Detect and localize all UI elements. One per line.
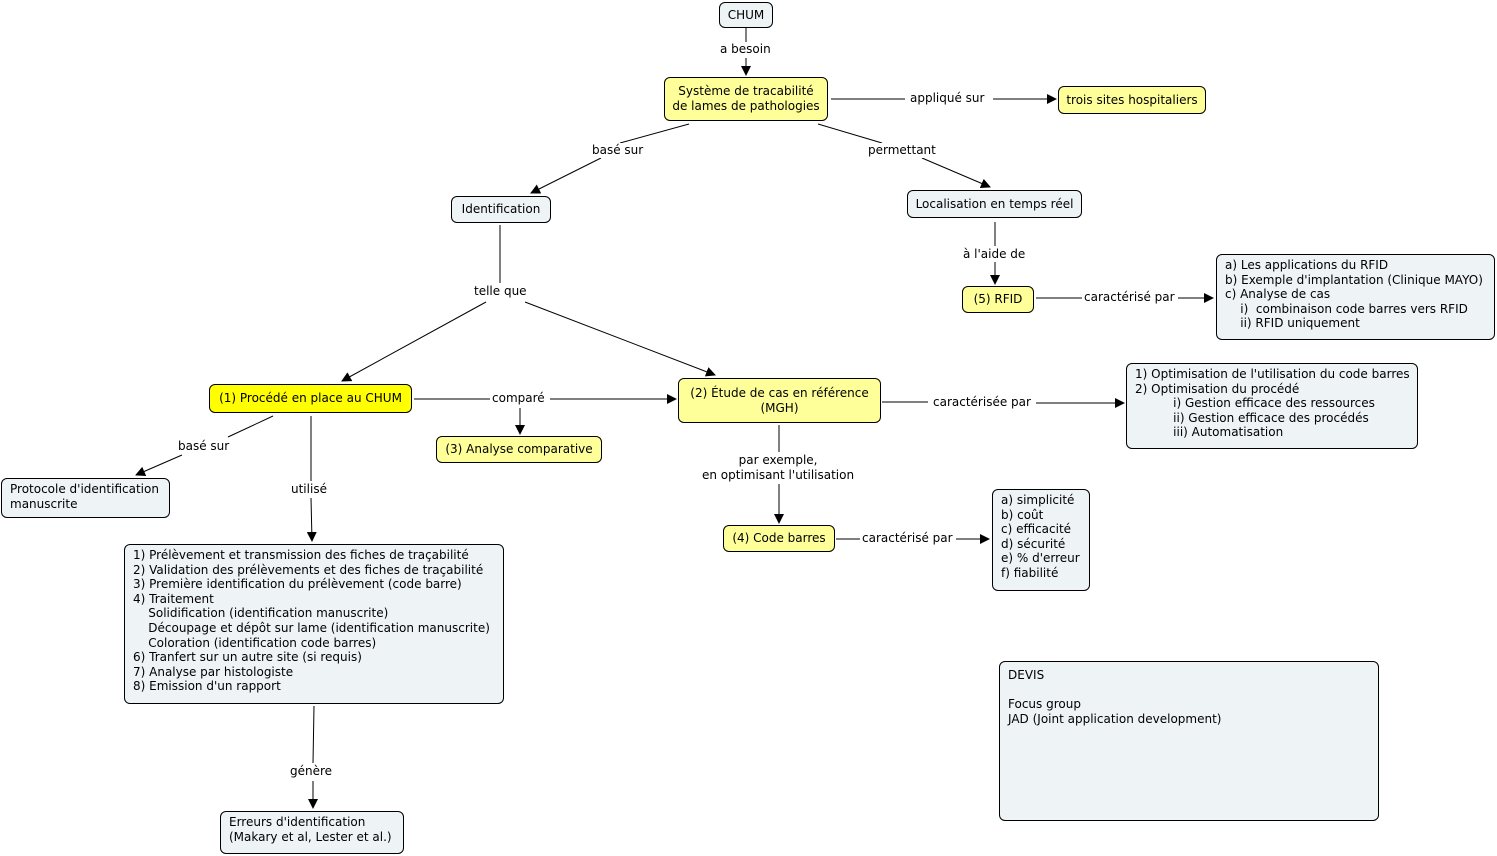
node-criteres[interactable]: a) simplicité b) coût c) efficacité d) s… (992, 489, 1090, 591)
label-utilise: utilisé (289, 482, 329, 497)
node-etapes[interactable]: 1) Prélèvement et transmission des fiche… (124, 544, 504, 704)
label-caracterise-par-code-barres: caractérisé par (860, 531, 955, 546)
label-genere: génère (288, 764, 335, 779)
node-procede-chum[interactable]: (1) Procédé en place au CHUM (209, 384, 412, 413)
link-systeme-label-base (619, 123, 690, 144)
node-trois-sites[interactable]: trois sites hospitaliers (1058, 86, 1206, 114)
label-par-exemple: par exemple, en optimisant l'utilisation (700, 453, 857, 483)
link-label-protocole (135, 454, 183, 476)
node-etude-cas[interactable]: (2) Étude de cas en référence (MGH) (678, 378, 881, 423)
label-permettant: permettant (866, 143, 938, 158)
label-compare: comparé (490, 391, 547, 406)
link-etapes-label (312, 705, 315, 764)
node-localisation[interactable]: Localisation en temps réel (907, 190, 1082, 218)
link-label-etude (524, 301, 716, 377)
node-erreurs[interactable]: Erreurs d'identification (Makary et al, … (220, 811, 404, 854)
link-label-identification (530, 157, 602, 194)
label-caracterisee-par: caractérisée par (931, 395, 1033, 410)
link-label-procede (341, 301, 487, 382)
node-devis[interactable]: DEVIS Focus group JAD (Joint application… (999, 661, 1379, 821)
node-analyse-comparative[interactable]: (3) Analyse comparative (436, 436, 602, 463)
link-procede-label-base (227, 415, 274, 438)
node-rfid-details[interactable]: a) Les applications du RFID b) Exemple d… (1216, 254, 1495, 340)
label-caracterise-par-rfid: caractérisé par (1082, 290, 1177, 305)
node-rfid[interactable]: (5) RFID (962, 286, 1034, 313)
label-a-laide-de: à l'aide de (961, 247, 1028, 262)
link-label-etapes (306, 497, 317, 542)
node-systeme-tracabilite[interactable]: Système de tracabilité de lames de patho… (664, 77, 828, 121)
label-telle-que: telle que (472, 284, 529, 299)
node-optimisation[interactable]: 1) Optimisation de l'utilisation du code… (1126, 363, 1418, 449)
label-applique-sur: appliqué sur (908, 91, 987, 106)
link-systeme-label-permettant (817, 123, 883, 144)
node-protocole[interactable]: Protocole d'identification manuscrite (1, 478, 170, 518)
node-code-barres[interactable]: (4) Code barres (723, 525, 835, 552)
node-chum[interactable]: CHUM (719, 2, 773, 28)
label-base-sur-protocole: basé sur (176, 439, 232, 454)
node-identification[interactable]: Identification (451, 196, 551, 223)
link-label-localisation (921, 157, 991, 189)
label-a-besoin: a besoin (718, 42, 773, 57)
label-base-sur-identification: basé sur (590, 143, 646, 158)
